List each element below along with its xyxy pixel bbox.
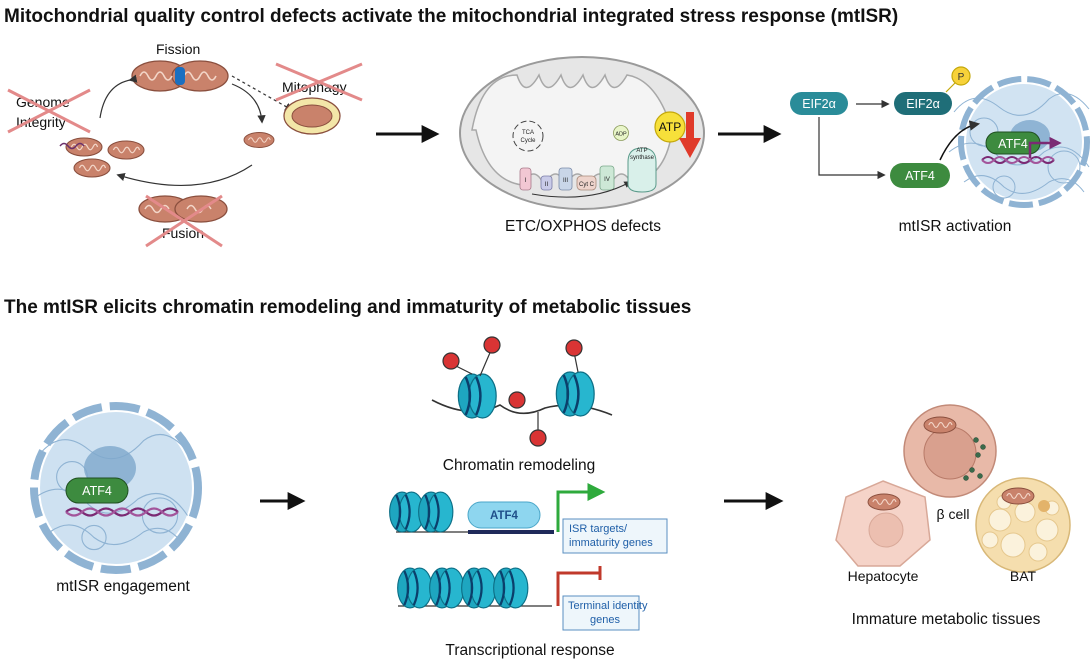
engagement-atf4-pill [65, 477, 129, 504]
transcription-arrow [1028, 136, 1062, 158]
activation-arrow [556, 483, 606, 532]
fission-mitochondria-icon [131, 60, 229, 92]
cycle-arrow-right-down [231, 83, 266, 124]
etc-caption: ETC/OXPHOS defects [505, 218, 661, 235]
repression-line [556, 571, 600, 606]
adp-label: ADP [615, 132, 627, 138]
tca-cycle-icon: TCA Cycle [512, 120, 544, 152]
eif2a-pill [790, 92, 848, 115]
complex-ii-label: II [545, 182, 549, 188]
cyt-c-label: Cyt C [579, 182, 595, 188]
electron-flow-arrow [531, 181, 632, 198]
isr-targets-line1: ISR targets/ [569, 523, 628, 535]
genome-cross-icon [7, 88, 91, 134]
terminal-identity-line1: Terminal identity [568, 600, 648, 612]
atf4-pill [890, 163, 950, 188]
histone-mark-icons [442, 336, 583, 447]
engagement-dna-icon [65, 507, 179, 517]
hepatocyte-icon [835, 480, 931, 567]
complex-i-label: I [525, 178, 527, 184]
active-locus: ATF4 ISR targets/ immaturity genes [388, 483, 668, 554]
phosphate-icon [951, 66, 971, 86]
engagement-caption: mtISR engagement [56, 578, 190, 595]
atf4-nucleus-label: ATF4 [998, 137, 1028, 151]
atp-synthase-icon: ATP synthase [627, 147, 657, 193]
complex-iv-label: IV [604, 177, 610, 183]
atp-icon: ATP [654, 111, 686, 143]
cycle-arrow-bottom [116, 164, 253, 187]
response-caption: Transcriptional response [445, 642, 614, 659]
engagement-panel: ATF4 mtISR engagement [30, 402, 202, 595]
terminal-identity-line2: genes [590, 614, 620, 626]
section1-title: Mitochondrial quality control defects ac… [4, 6, 898, 27]
section2-title: The mtISR elicits chromatin remodeling a… [4, 297, 691, 318]
engagement-atf4-label: ATF4 [82, 484, 112, 498]
single-mitochondrion-icon [243, 131, 275, 149]
fragmented-mitochondria-icon [59, 137, 145, 178]
etc-mitochondrion-panel: TCA Cycle I II III Cyt C IV ADP ATP synt… [459, 56, 705, 235]
mito-dynamics-panel: Fission Mitophagy Genome Integrity [7, 41, 363, 248]
chromatin-remodeling-panel: Chromatin remodeling [431, 336, 613, 474]
phospho-label: P [958, 72, 965, 83]
eif2a-p-label: EIF2α [906, 97, 940, 111]
isr-targets-box [562, 518, 668, 554]
bat-label: BAT [1010, 568, 1037, 584]
atp-synthase-label-line1: ATP [636, 148, 647, 154]
tissues-caption: Immature metabolic tissues [852, 611, 1041, 628]
atf4-label: ATF4 [905, 169, 935, 183]
nucleosome-icon [555, 370, 596, 418]
genome-label-line2: Integrity [16, 114, 66, 130]
atp-decrease-arrow-icon [679, 112, 701, 158]
bat-cell-icon [975, 477, 1071, 573]
atf4-bound-label: ATF4 [490, 510, 519, 522]
remodeling-caption: Chromatin remodeling [443, 457, 596, 474]
adp-icon: ADP [613, 125, 629, 141]
hepatocyte-label: Hepatocyte [848, 568, 919, 584]
isr-caption: mtISR activation [899, 218, 1012, 235]
atp-synthase-label-line2: synthase [630, 155, 655, 161]
fission-label: Fission [156, 41, 200, 57]
terminal-identity-box [562, 595, 640, 631]
beta-cell-icon [903, 404, 997, 498]
cycle-arrow-left-up [99, 74, 138, 119]
complex-iii-icon [558, 167, 573, 191]
complex-ii-icon [540, 175, 553, 191]
fusion-cross-icon [145, 194, 223, 248]
nuclear-import-arrow [939, 120, 981, 161]
tissues-panel: β cell Hepatocyte BAT Immature metabolic… [835, 404, 1071, 628]
atf4-bound-pill [467, 501, 541, 529]
phospho-link [945, 81, 957, 93]
mitophagy-cross-icon [275, 62, 363, 102]
tca-label-line1: TCA [522, 130, 534, 136]
nucleosome-icon [457, 372, 498, 420]
eif2a-label: EIF2α [802, 97, 836, 111]
translation-arrow [818, 117, 886, 180]
complex-iv-icon [599, 165, 615, 191]
complex-iii-label: III [563, 178, 568, 184]
eif2a-p-pill [894, 92, 952, 115]
mtisr-activation-panel: EIF2α EIF2α P ATF4 ATF4 mtISR activation [790, 66, 1090, 235]
isr-targets-line2: immaturity genes [569, 537, 653, 549]
repressed-locus: Terminal identity genes Transcriptional … [396, 566, 648, 659]
beta-cell-label: β cell [937, 506, 970, 522]
atp-label: ATP [659, 120, 681, 134]
mitophagy-vesicle-icon [283, 97, 341, 135]
etc-complexes: I II III Cyt C IV [519, 165, 632, 198]
cyt-c-icon [576, 175, 597, 191]
complex-i-icon [519, 167, 532, 191]
tca-label-line2: Cycle [520, 138, 536, 144]
dna-helix-icon [981, 156, 1055, 164]
